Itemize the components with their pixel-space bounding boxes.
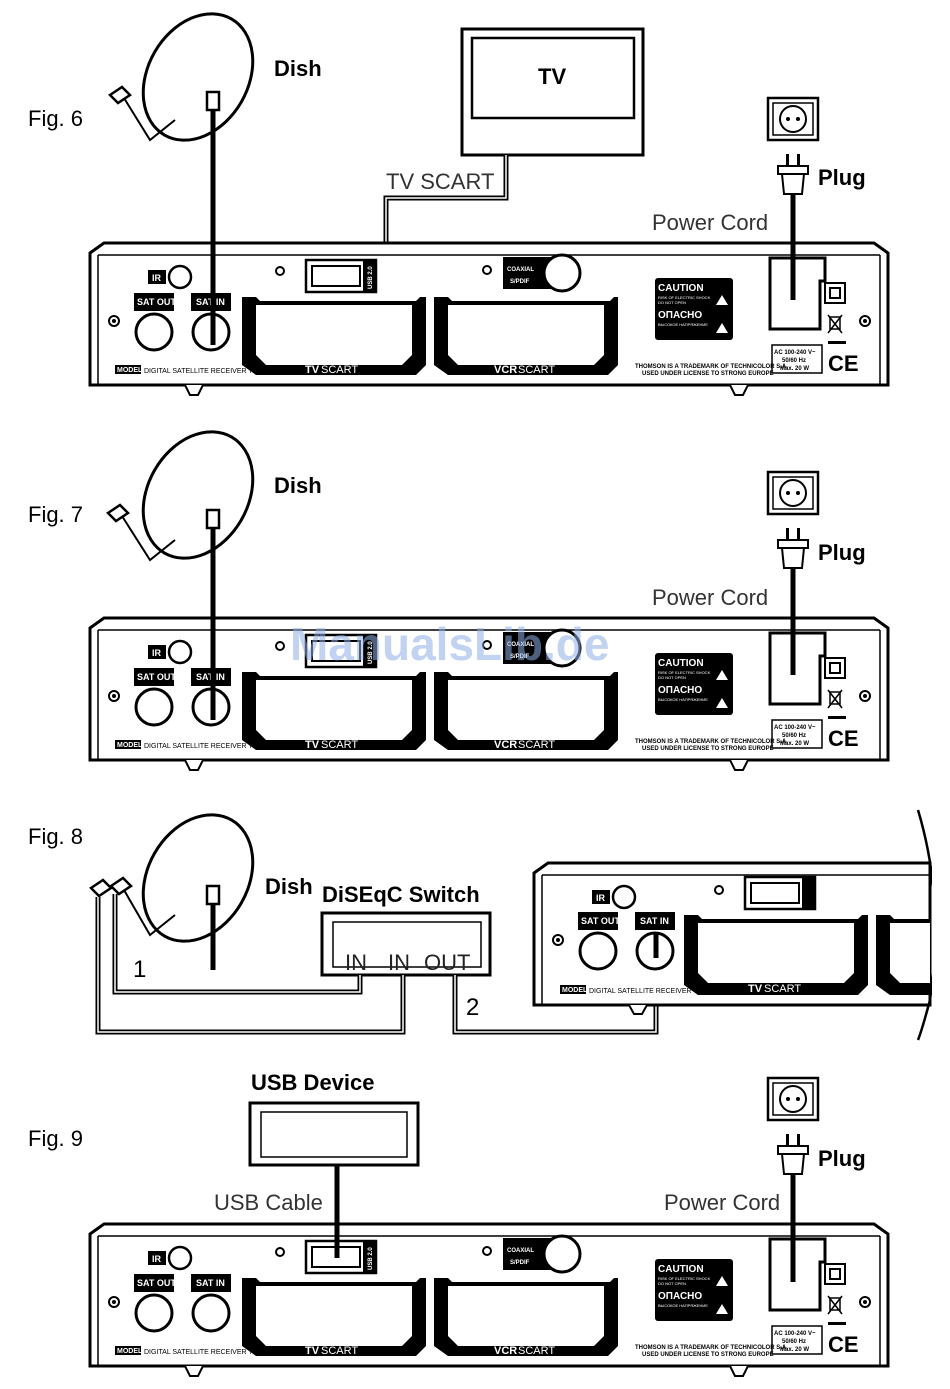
usb-device-label: USB Device — [251, 1070, 375, 1095]
fig8-tv-scart-b: SCART — [764, 983, 801, 995]
fig8-ir: IR — [596, 893, 606, 903]
fig9-receiver — [88, 1222, 890, 1378]
watermark: ManualsLib.de — [290, 618, 609, 670]
fig7-dish-label: Dish — [274, 473, 322, 498]
switch-in-1: IN — [345, 950, 367, 975]
fig6-dish-label: Dish — [274, 56, 322, 81]
fig8-label: Fig. 8 — [28, 824, 83, 849]
cable-1-label: 1 — [133, 956, 146, 983]
usb-device — [248, 1101, 420, 1167]
fig9-power-cord-label: Power Cord — [664, 1190, 780, 1215]
fig9-plug-label: Plug — [818, 1146, 866, 1171]
fig7-dish — [106, 410, 277, 580]
fig8-sat-out: SAT OUT — [581, 916, 620, 926]
fig6-tv-label: TV — [538, 64, 566, 89]
fig6-power-cord-label: Power Cord — [652, 210, 768, 235]
fig7-power-cord-label: Power Cord — [652, 585, 768, 610]
fig9-label: Fig. 9 — [28, 1126, 83, 1151]
fig9-wall-socket — [766, 1076, 820, 1176]
fig6-label: Fig. 6 — [28, 106, 83, 131]
fig6-tv-scart-label: TV SCART — [386, 169, 494, 194]
fig8-model-tag: MODEL — [562, 987, 588, 994]
fig7-wall-socket — [766, 470, 820, 570]
fig7-label: Fig. 7 — [28, 502, 83, 527]
fig8-tv-scart-a: TV — [748, 983, 763, 995]
fig8-sat-in: SAT IN — [640, 916, 669, 926]
fig8-receiver-partial — [532, 809, 950, 1050]
fig6-wall-socket — [766, 96, 820, 196]
switch-out: OUT — [424, 950, 470, 975]
diseqc-switch — [320, 911, 492, 977]
fig6-receiver — [88, 241, 890, 397]
diseqc-switch-label: DiSEqC Switch — [322, 882, 480, 907]
fig6-plug-label: Plug — [818, 165, 866, 190]
fig8-model-text: DIGITAL SATELLITE RECEIVER TSR200 — [589, 988, 719, 995]
fig6-dish — [108, 0, 277, 162]
fig6-tv — [460, 27, 645, 157]
usb-cable-label: USB Cable — [214, 1190, 323, 1215]
fig8-dish-label: Dish — [265, 874, 313, 899]
switch-in-2: IN — [388, 950, 410, 975]
cable-2-label: 2 — [466, 994, 479, 1021]
fig7-plug-label: Plug — [818, 540, 866, 565]
fig8-dish — [89, 793, 277, 970]
